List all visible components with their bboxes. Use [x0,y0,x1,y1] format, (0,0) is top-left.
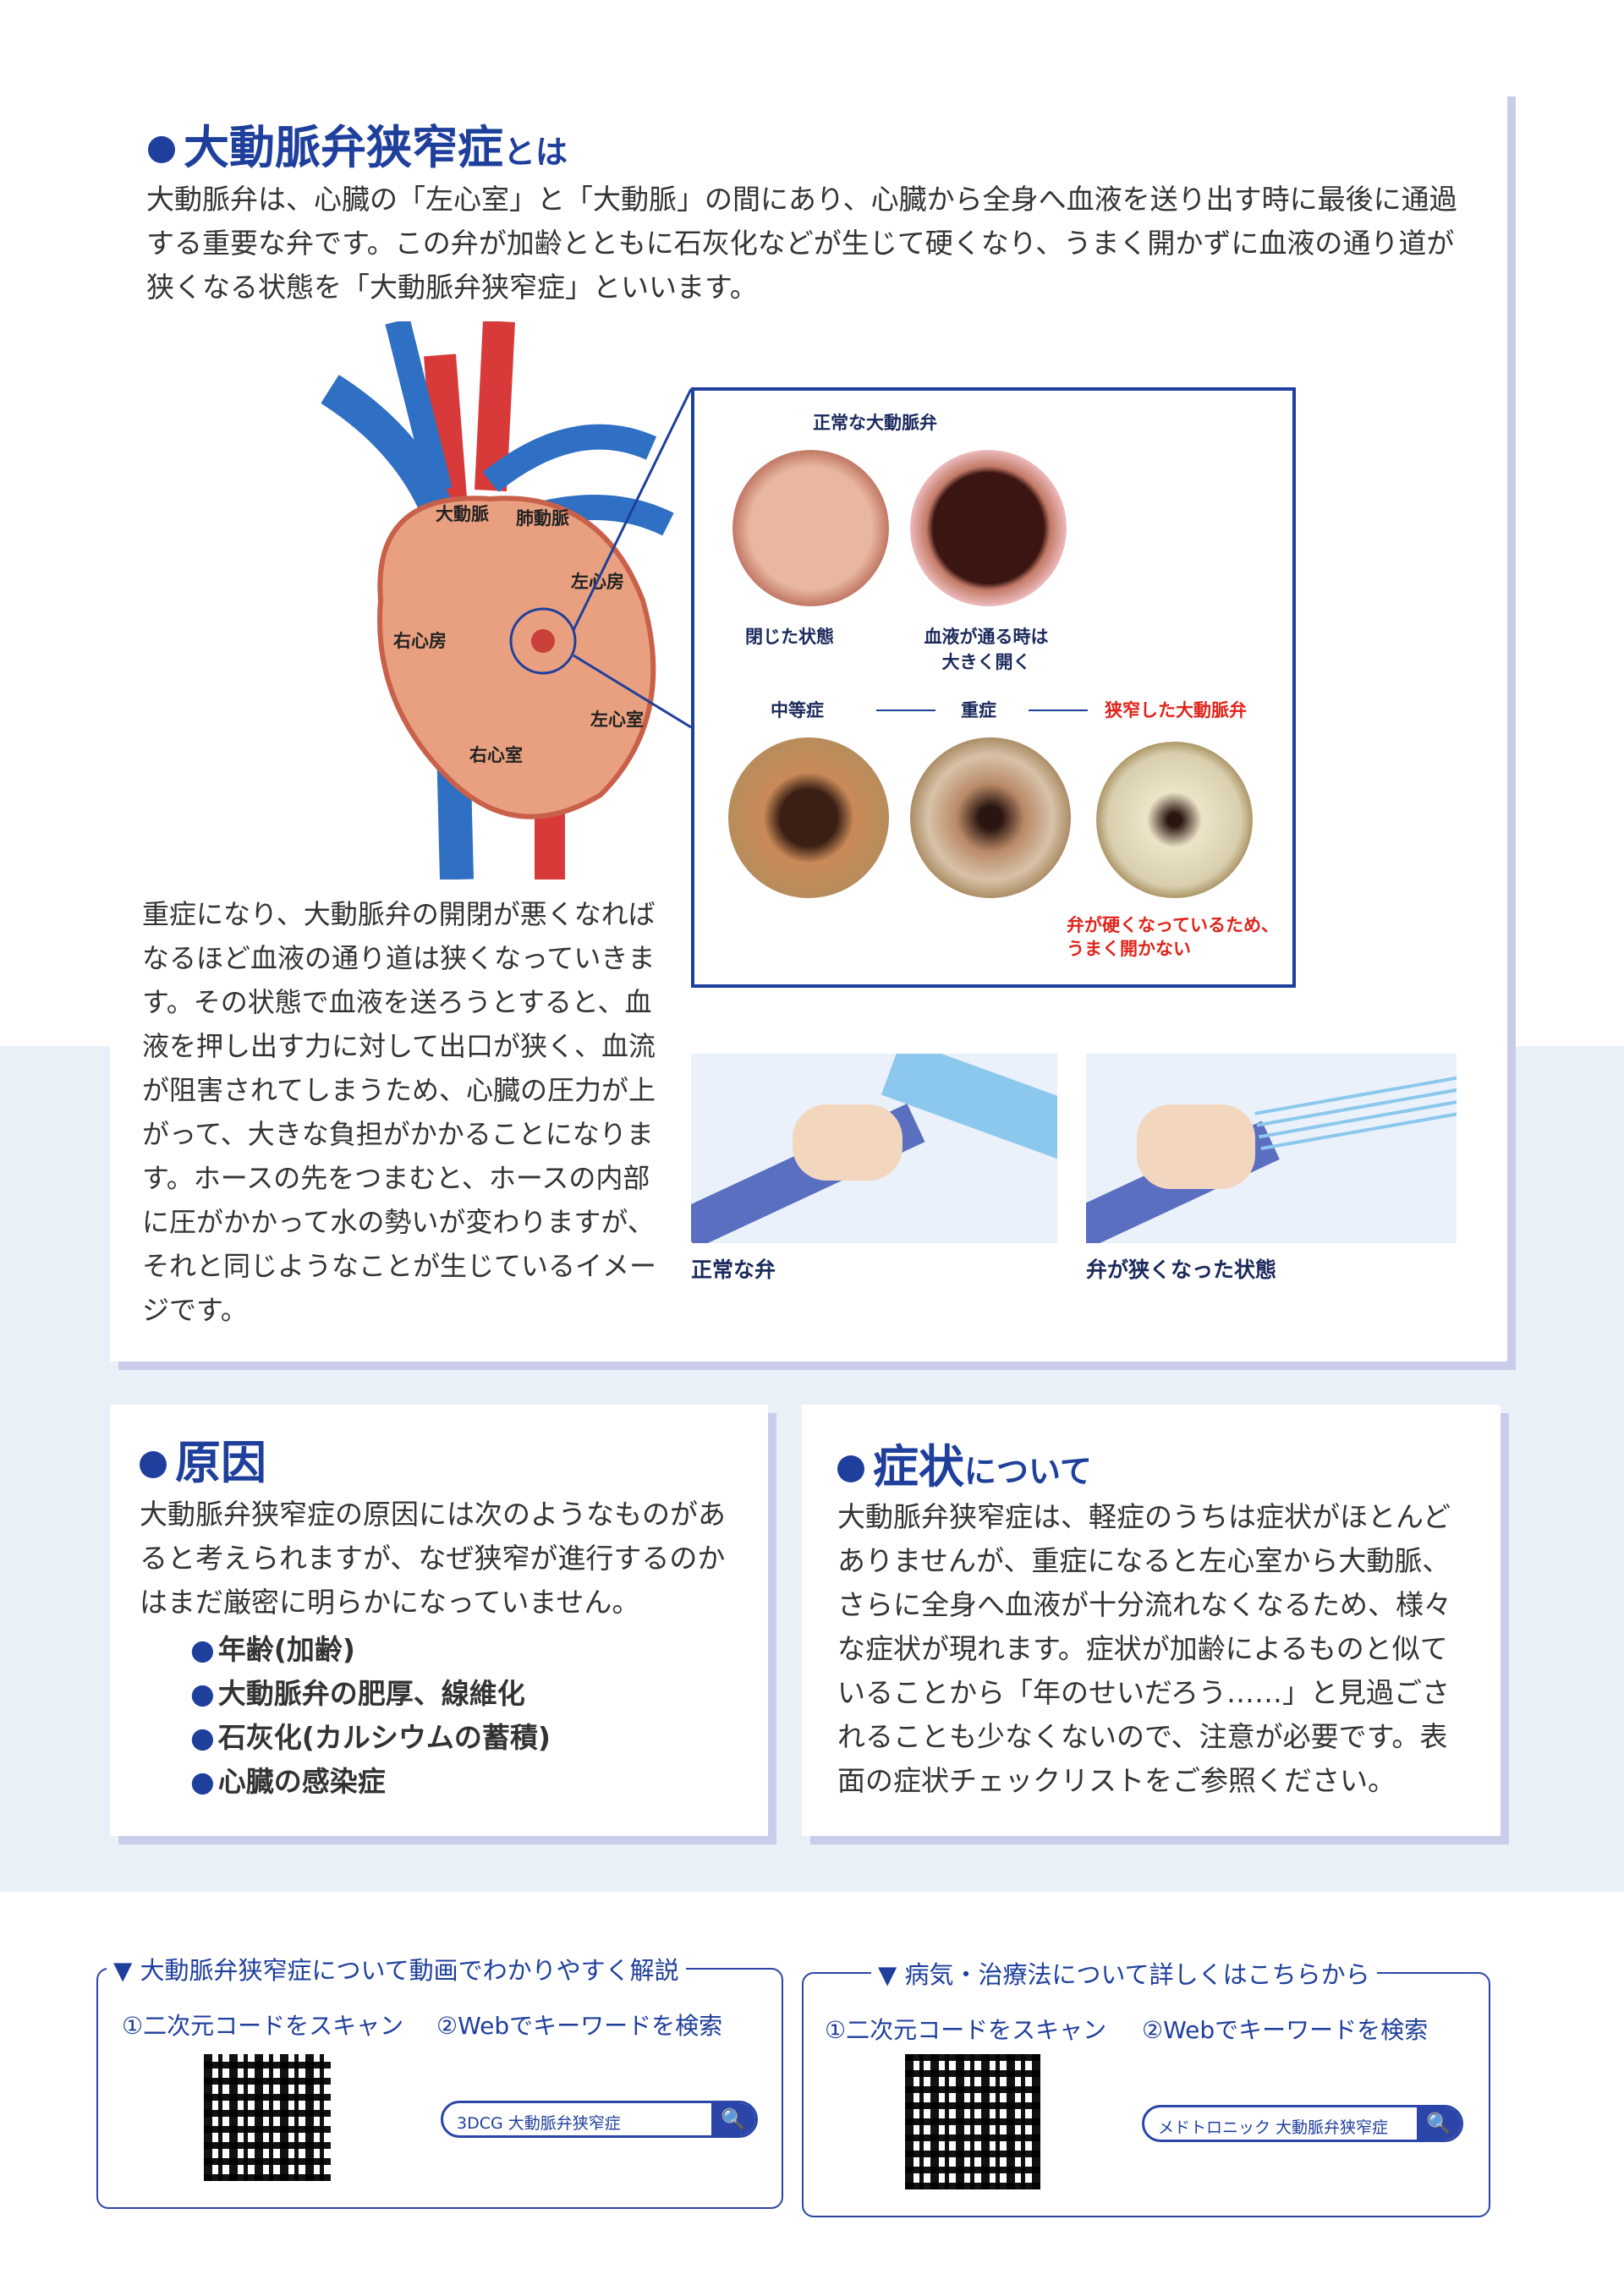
hose-normal-image [691,1054,1057,1243]
intro-title: 大動脈弁狭窄症 [184,121,503,174]
video-link-title: ▼ 大動脈弁狭窄症について動画でわかりやすく解説 [107,1951,686,1986]
label-pulmonary: 肺動脈 [516,508,569,529]
valve-box: 正常な大動脈弁 閉じた状態 血液が通る時は大きく開く 中等症 重症 狭窄した大動… [691,387,1296,988]
cause-item: 石灰化(カルシウムの蓄積) [190,1716,551,1760]
label-aorta: 大動脈 [436,504,489,524]
valve-severe [910,737,1071,898]
hose-normal-caption: 正常な弁 [691,1258,776,1282]
cause-heading: 原因 [140,1425,266,1492]
valve-closed [732,450,889,606]
info-link-box: ▼ 病気・治療法について詳しくはこちらから ①二次元コードをスキャン ②Webで… [802,1955,1490,2217]
bullet-icon [837,1455,864,1482]
symptom-text: 大動脈弁狭窄症は、軽症のうちは症状がほとんどありませんが、重症になると左心室から… [837,1500,1451,1797]
video-link-step2: ②Webでキーワードを検索 [436,2012,723,2040]
label-left-ventricle: 左心室 [590,710,644,730]
bullet-icon [148,136,175,163]
valve-moderate [728,737,889,898]
heart-illustration: 大動脈 肺動脈 左心房 右心房 左心室 右心室 [321,321,693,879]
keyword-text: メドトロニック 大動脈弁狭窄症 [1158,2118,1389,2137]
stenosis-label: 狭窄した大動脈弁 [1105,700,1247,721]
hose-narrow-caption: 弁が狭くなった状態 [1086,1258,1277,1282]
closed-label: 閉じた状態 [745,627,834,647]
bullet-icon [140,1451,167,1478]
moderate-label: 中等症 [771,700,824,721]
normal-valve-title: 正常な大動脈弁 [813,413,937,433]
symptom-card [802,1405,1501,1836]
video-link-box: ▼ 大動脈弁狭窄症について動画でわかりやすく解説 ①二次元コードをスキャン ②W… [96,1951,783,2209]
symptom-heading: 症状について [837,1429,1092,1496]
search-icon[interactable]: 🔍 [1417,2107,1461,2140]
keyword-search-box[interactable]: 3DCG 大動脈弁狭窄症 🔍 [441,2101,758,2138]
label-right-atrium: 右心房 [393,631,447,651]
cause-text: 大動脈弁狭窄症の原因には次のようなものがあると考えられますが、なぜ狭窄が進行する… [140,1498,726,1619]
explain-text: 重症になり、大動脈弁の開閉が悪くなればなるほど血液の通り道は狭くなっていきます。… [142,898,657,1326]
cause-item: 心臓の感染症 [190,1760,551,1804]
valve-stenosis [1096,742,1253,898]
cause-item: 年齢(加齢) [190,1628,551,1672]
symptom-title-suffix: について [964,1453,1092,1490]
keyword-text: 3DCG 大動脈弁狭窄症 [457,2114,621,2133]
intro-title-suffix: とは [503,134,568,171]
arrow-icon [876,710,935,711]
info-link-step2: ②Webでキーワードを検索 [1142,2016,1429,2044]
search-icon[interactable]: 🔍 [711,2103,755,2135]
qr-code[interactable] [204,2054,331,2181]
info-link-step1: ①二次元コードをスキャン [825,2016,1107,2044]
valve-open [910,450,1067,606]
keyword-search-box[interactable]: メドトロニック 大動脈弁狭窄症 🔍 [1142,2105,1463,2142]
intro-heading: 大動脈弁狭窄症とは [148,110,568,177]
video-link-step1: ①二次元コードをスキャン [122,2012,404,2040]
info-link-title: ▼ 病気・治療法について詳しくはこちらから [871,1955,1377,1991]
intro-text: 大動脈弁は、心臓の「左心室」と「大動脈」の間にあり、心臓から全身へ血液を送り出す… [146,183,1457,304]
qr-code[interactable] [905,2054,1040,2189]
severe-label: 重症 [961,700,996,721]
symptom-title: 症状 [873,1440,964,1493]
open-label: 血液が通る時は大きく開く [924,627,1049,672]
label-right-ventricle: 右心室 [469,745,523,765]
cause-list: 年齢(加齢) 大動脈弁の肥厚、線維化 石灰化(カルシウムの蓄積) 心臓の感染症 [190,1628,551,1804]
hose-narrow-image [1086,1054,1457,1243]
stenosis-note: 弁が硬くなっているため、うまく開かない [1067,915,1279,959]
arrow-icon [1029,710,1088,711]
cause-title: 原因 [175,1436,266,1489]
cause-item: 大動脈弁の肥厚、線維化 [190,1672,551,1716]
